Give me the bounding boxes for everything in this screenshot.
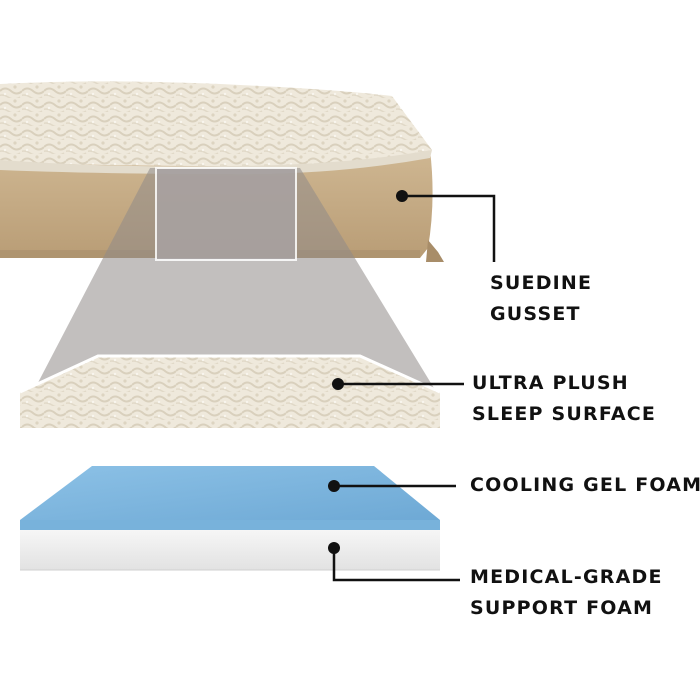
magnifier-cone	[30, 167, 440, 398]
label-ultra-plush: ULTRA PLUSH SLEEP SURFACE	[472, 368, 656, 430]
callout-suedine	[396, 190, 496, 262]
cooling-gel-foam-layer	[20, 466, 440, 530]
label-support-foam: MEDICAL-GRADE SUPPORT FOAM	[470, 562, 663, 624]
label-plush-line2: SLEEP SURFACE	[472, 403, 657, 425]
plush-surface-swatch	[19, 354, 441, 428]
label-suedine-line2: GUSSET	[490, 303, 581, 325]
label-suedine-line1: SUEDINE	[490, 272, 593, 294]
label-suedine-gusset: SUEDINE GUSSET	[490, 268, 592, 330]
callout-support	[328, 542, 460, 582]
label-support-line2: SUPPORT FOAM	[470, 597, 654, 619]
plush-top-layer	[0, 81, 432, 175]
label-support-line1: MEDICAL-GRADE	[470, 566, 663, 588]
callout-plush	[332, 378, 464, 390]
label-gel-line1: COOLING GEL FOAM	[470, 474, 700, 496]
label-plush-line1: ULTRA PLUSH	[472, 372, 629, 394]
label-cooling-gel: COOLING GEL FOAM	[470, 470, 700, 501]
callout-gel	[328, 480, 456, 492]
support-foam-layer	[20, 530, 440, 571]
